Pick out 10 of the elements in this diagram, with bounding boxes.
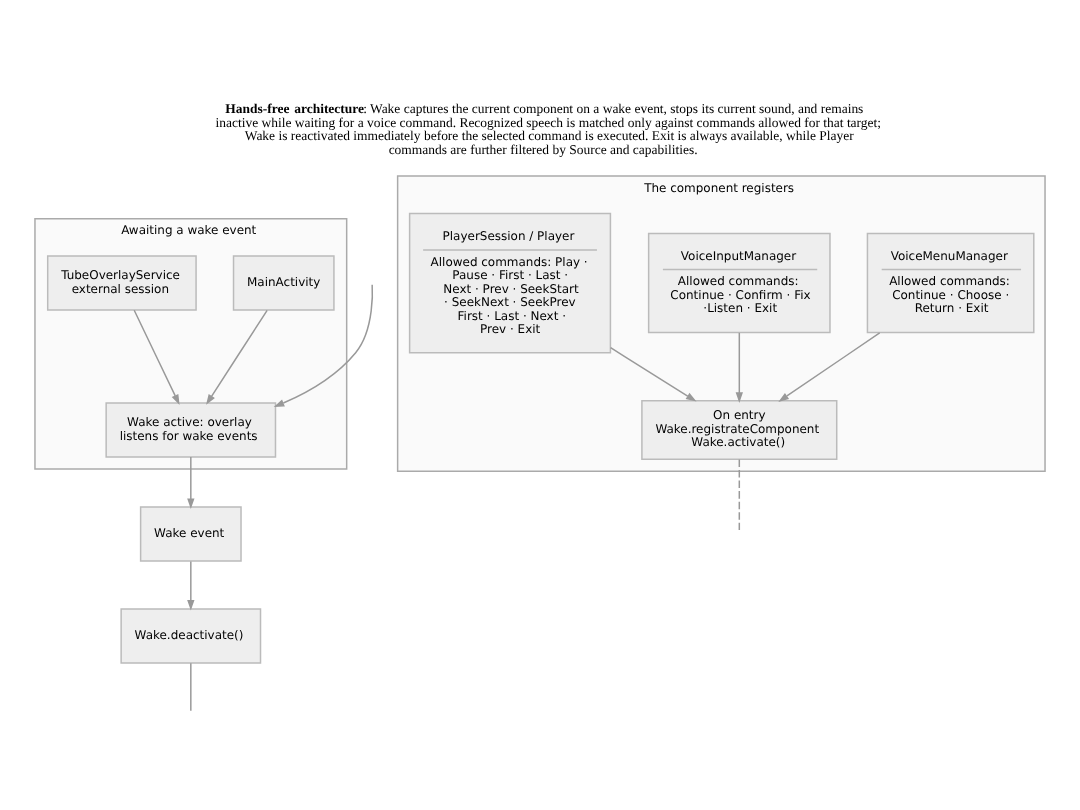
arrow [609, 346, 697, 402]
arrow [206, 309, 268, 405]
arrow [778, 332, 881, 402]
arrow [273, 283, 374, 407]
connector [738, 458, 741, 534]
arrow [735, 332, 743, 403]
arrow [187, 560, 195, 611]
arrow [187, 456, 195, 509]
arrow [133, 309, 180, 405]
connector [190, 662, 192, 712]
